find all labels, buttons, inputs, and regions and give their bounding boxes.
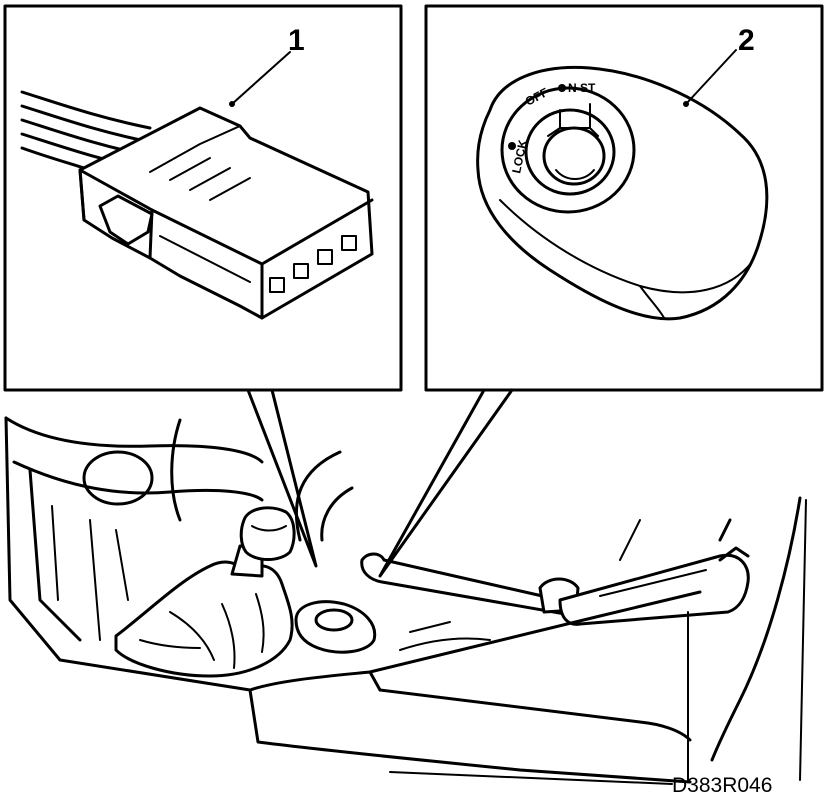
ignition-n-st-label: N ST <box>568 81 596 95</box>
callout-1-label: 1 <box>288 24 305 57</box>
connector-body <box>78 106 374 320</box>
handbrake <box>360 546 750 626</box>
dashboard-outline <box>4 416 354 692</box>
callout-2-label: 2 <box>738 24 755 57</box>
panel-pointers <box>246 388 514 578</box>
panel-connector: 1 <box>3 4 403 392</box>
console-switch <box>294 600 377 654</box>
figure-reference-block: D383R046 <box>389 499 807 797</box>
gear-lever <box>114 506 296 678</box>
console-scene <box>4 416 802 784</box>
ignition-lock <box>476 65 769 321</box>
console-tunnel <box>248 496 802 784</box>
figure-reference: D383R046 <box>672 774 772 797</box>
connector-pins <box>269 235 357 293</box>
panel-ignition: LOCK OFF N ST 2 <box>424 4 824 392</box>
